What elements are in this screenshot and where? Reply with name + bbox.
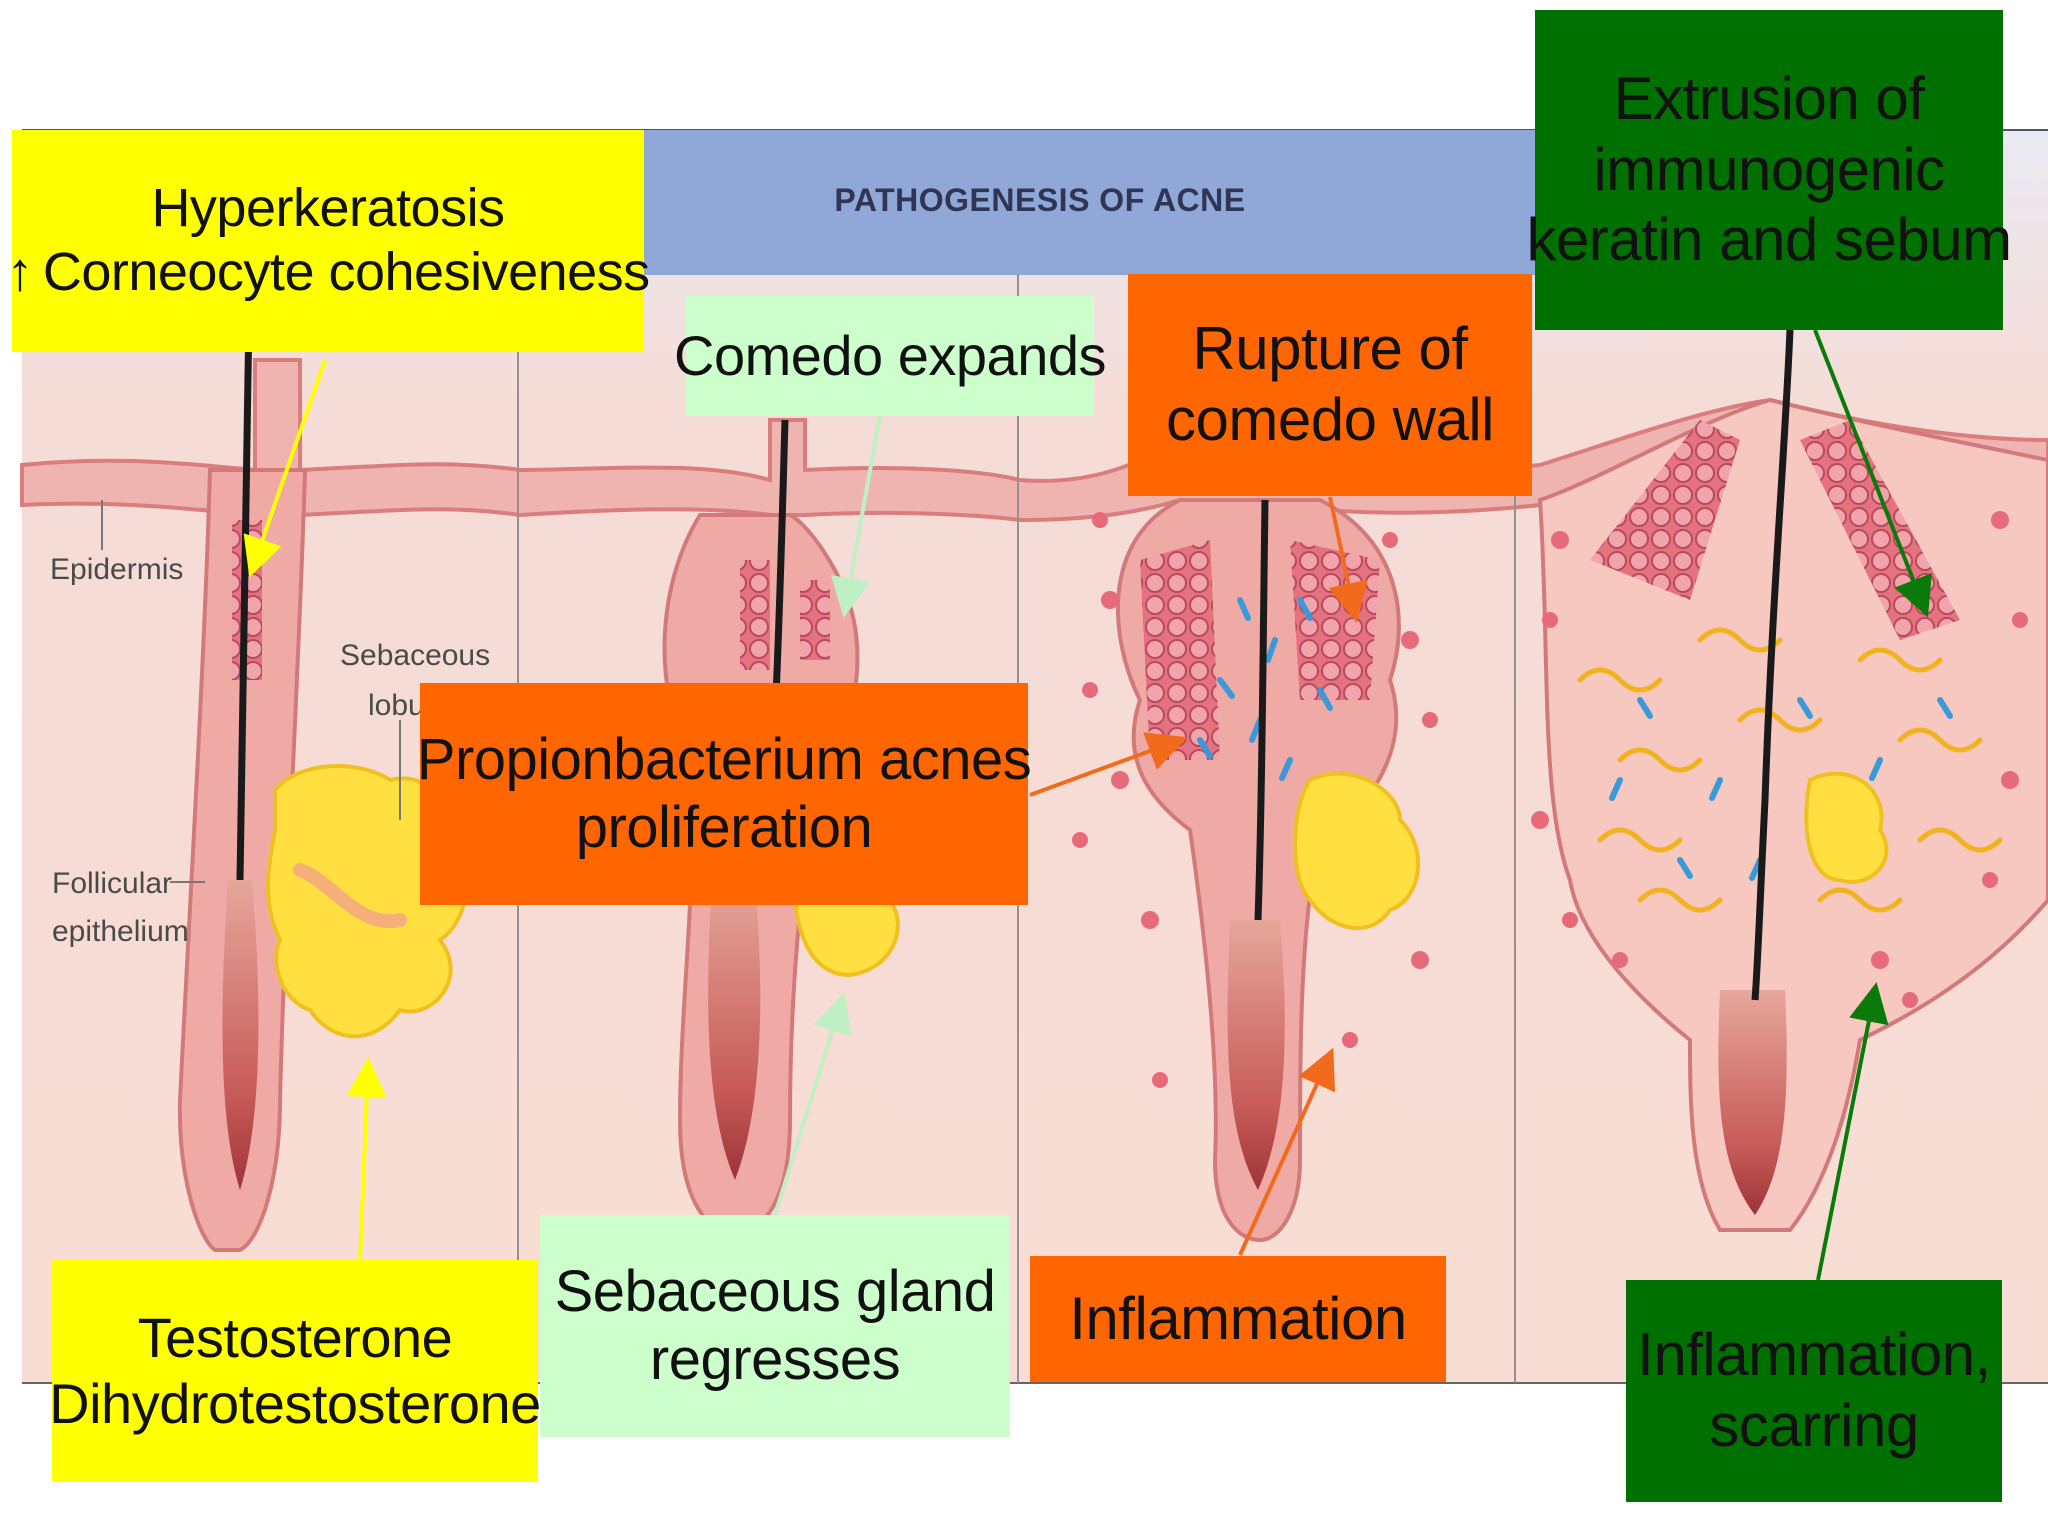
callout-arrows (243, 329, 1932, 1281)
callout-comedo-expands: Comedo expands (674, 296, 1106, 416)
callout-inflammation: Inflammation (1030, 1256, 1446, 1382)
callout-hyperkeratosis-line2-wrap: ↑Corneocyte cohesiveness (6, 241, 650, 305)
callout-rupture-line2: comedo wall (1166, 386, 1495, 453)
callout-extrusion-line1: Extrusion of (1613, 64, 1925, 132)
callout-extrusion-line3: keratin and sebum (1526, 206, 2012, 274)
callout-propionbacterium-line1: Propionbacterium acnes (416, 726, 1032, 792)
callout-sebaceous-regresses-line1: Sebaceous gland (554, 1258, 996, 1324)
callout-sebaceous-regresses: Sebaceous gland regresses (540, 1215, 1010, 1437)
up-arrow-icon: ↑ (6, 242, 33, 302)
label-epidermis: Epidermis (50, 553, 184, 586)
callout-inflammation-scarring: Inflammation, scarring (1626, 1280, 2002, 1502)
tissue-label-leaders (101, 500, 401, 883)
callout-propionbacterium: Propionbacterium acnes proliferation (416, 683, 1032, 905)
callout-rupture: Rupture of comedo wall (1128, 274, 1532, 496)
callout-inflammation-text: Inflammation (1069, 1284, 1407, 1352)
label-sebaceous: Sebaceous (340, 639, 491, 672)
panel-1-normal-follicle (177, 249, 469, 1252)
callout-sebaceous-regresses-line2: regresses (649, 1327, 901, 1392)
callout-inflammation-scarring-line1: Inflammation, (1637, 1321, 1991, 1389)
panel-3-ruptured-comedo (1072, 498, 1438, 1243)
arrow-sebaceous-regresses (773, 992, 852, 1216)
header-band (640, 130, 1540, 275)
arrow-inflammation (1238, 1047, 1336, 1256)
callout-extrusion-line2: immunogenic (1593, 135, 1945, 203)
callout-extrusion: Extrusion of immunogenic keratin and seb… (1526, 10, 2012, 330)
callout-comedo-expands-text: Comedo expands (674, 323, 1106, 387)
arrow-hyperkeratosis (243, 359, 327, 578)
callout-propionbacterium-line2: proliferation (575, 795, 873, 860)
callout-hyperkeratosis-line2: Corneocyte cohesiveness (42, 242, 650, 302)
callout-testosterone-line2: Dihydrotestosterone (49, 1372, 541, 1435)
callout-inflammation-scarring-line2: scarring (1709, 1392, 1919, 1459)
callout-hyperkeratosis: Hyperkeratosis ↑Corneocyte cohesiveness (6, 130, 650, 352)
arrow-rupture (1328, 496, 1368, 623)
callout-testosterone-line1: Testosterone (137, 1305, 453, 1369)
label-epithelium: epithelium (52, 915, 189, 948)
label-follicular: Follicular (52, 867, 173, 900)
arrow-comedo-expands (830, 414, 882, 618)
arrow-extrusion (1813, 329, 1932, 618)
arrow-testosterone (346, 1057, 387, 1261)
arrow-inflammation-scarring (1816, 982, 1889, 1281)
diagram-header-title: PATHOGENESIS OF ACNE (834, 182, 1246, 218)
epidermis-band (20, 358, 2048, 523)
callout-testosterone: Testosterone Dihydrotestosterone (49, 1260, 541, 1482)
callout-hyperkeratosis-line1: Hyperkeratosis (151, 178, 505, 239)
arrow-propionbacterium (1029, 732, 1188, 797)
callout-rupture-line1: Rupture of (1192, 315, 1468, 383)
